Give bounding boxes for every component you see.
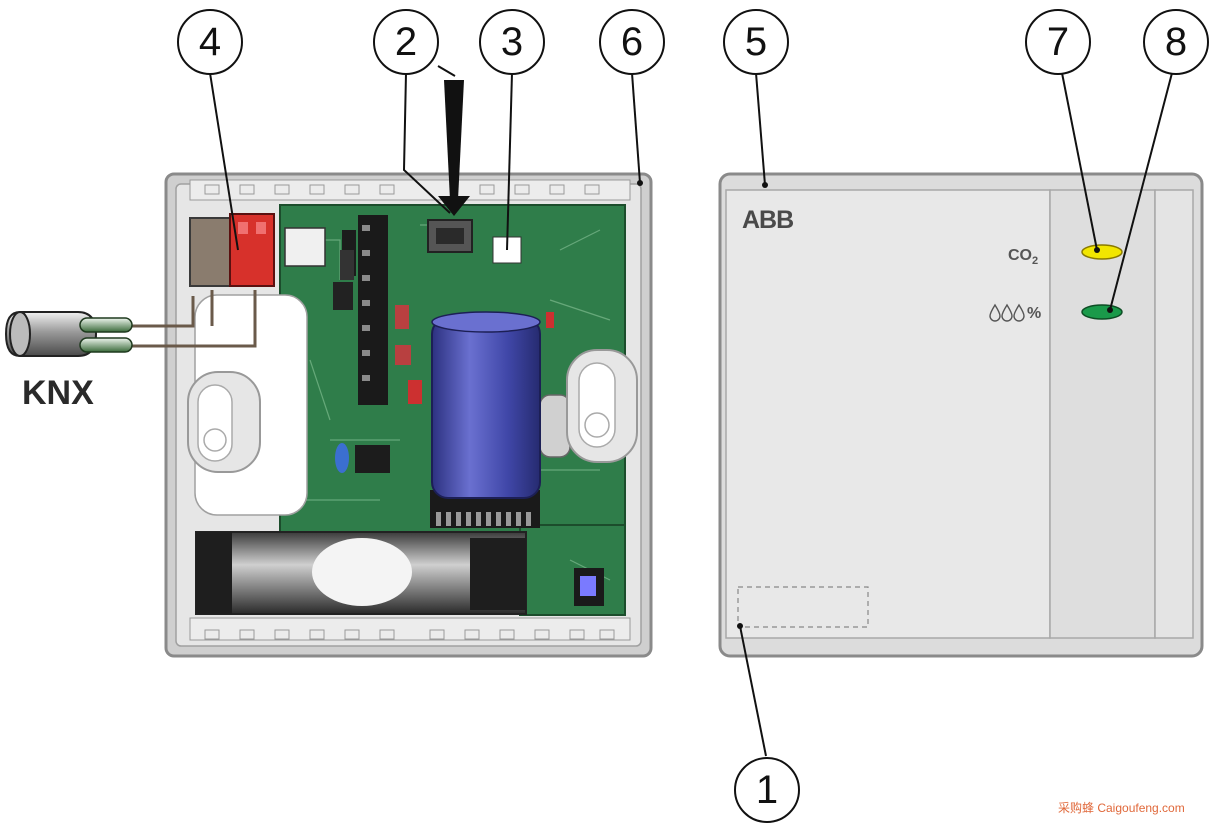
bottom-rail-ribs [204, 629, 615, 640]
device-front-cover [718, 172, 1204, 658]
pcb-traces [300, 224, 611, 581]
device-base-open [164, 172, 653, 658]
press-arrow [438, 80, 470, 216]
humidity-led [1081, 304, 1123, 320]
electrolytic-capacitor [431, 311, 541, 499]
watermark: 采购蜂 Caigoufeng.com [1058, 801, 1185, 815]
label-field [737, 586, 869, 628]
svg-text:2: 2 [395, 20, 417, 64]
knx-terminal [189, 213, 275, 287]
abb-logo: ABB [742, 206, 793, 234]
callout-4: 4 [177, 9, 243, 75]
co2-led-label: CO2 [1008, 247, 1038, 267]
front-cover-face [725, 189, 1051, 639]
humidity-unit-label: % [1027, 305, 1041, 322]
bottom-rail [189, 617, 631, 641]
leader-dots [637, 180, 1113, 629]
callout-8: 8 [1143, 9, 1209, 75]
callout-2: 2 [373, 9, 439, 75]
co2-led [1081, 244, 1123, 260]
svg-text:6: 6 [621, 20, 643, 64]
callout-5: 5 [723, 9, 789, 75]
front-cover-edge [1154, 189, 1194, 639]
knx-label: KNX [22, 374, 94, 412]
pcb-board-lower [519, 524, 626, 616]
svg-text:3: 3 [501, 20, 523, 64]
humidity-droplets-icon [989, 303, 1025, 322]
co2-sensor-cylinder [195, 531, 527, 615]
svg-text:8: 8 [1165, 20, 1187, 64]
callout-3: 3 [479, 9, 545, 75]
svg-text:5: 5 [745, 20, 767, 64]
mounting-keyhole-right [566, 349, 638, 463]
callout-7: 7 [1025, 9, 1091, 75]
leader-lines [209, 65, 1173, 757]
svg-text:7: 7 [1047, 20, 1069, 64]
front-cover-strip [1049, 189, 1156, 639]
callout-1: 1 [734, 757, 800, 823]
svg-text:4: 4 [199, 20, 221, 64]
knx-cable [4, 290, 257, 357]
top-rail-ribs [204, 184, 600, 195]
mounting-keyhole-left [187, 371, 261, 473]
callout-6: 6 [599, 9, 665, 75]
svg-text:1: 1 [756, 768, 778, 812]
